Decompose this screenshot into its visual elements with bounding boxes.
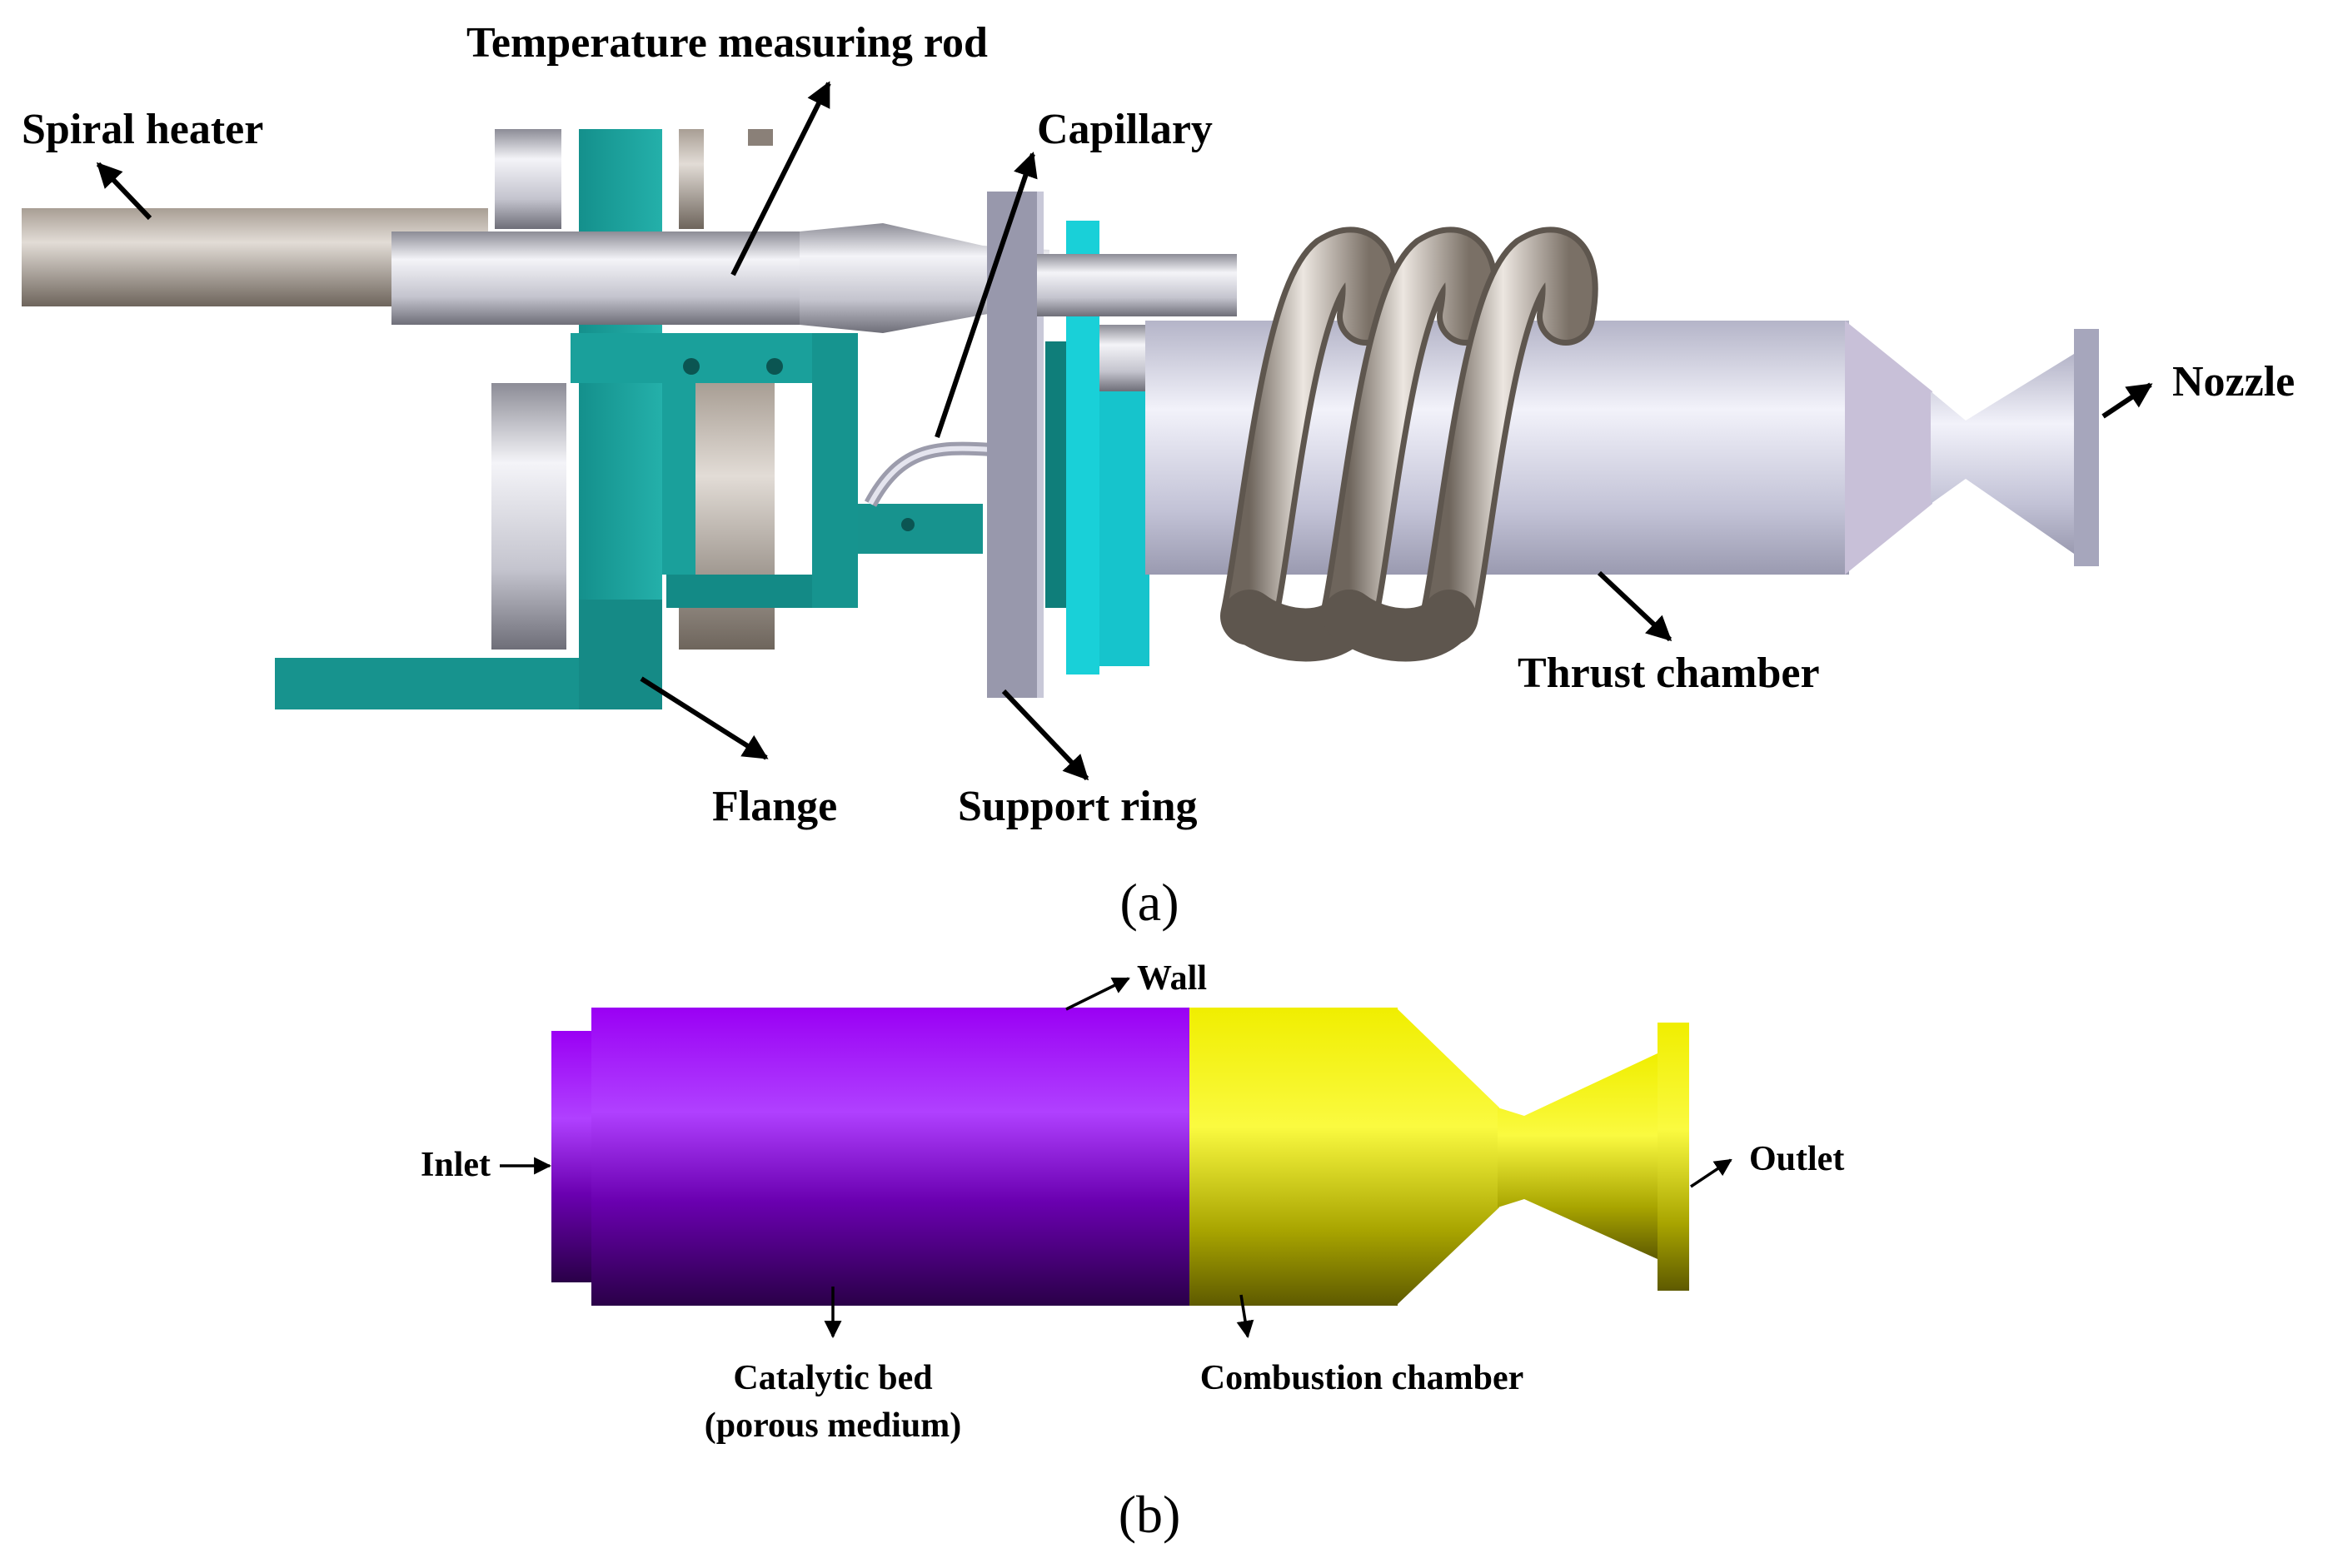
temperature-measuring-rod: [391, 231, 808, 325]
arrow-outlet: [1690, 1158, 1732, 1188]
nozzle-converging: [1845, 321, 1932, 575]
combustion-converging: [1396, 1008, 1499, 1306]
label-temperature-measuring-rod: Temperature measuring rod: [466, 19, 988, 67]
arrow-support-ring: [1001, 689, 1089, 781]
label-wall: Wall: [1137, 959, 1207, 998]
arrow-capillary: [935, 152, 1038, 438]
label-combustion-chamber: Combustion chamber: [1200, 1359, 1524, 1397]
caption-b: (b): [1119, 1485, 1181, 1544]
label-flange: Flange: [712, 783, 837, 830]
arrow-flange: [640, 676, 769, 760]
label-catalytic-bed-line2: (porous medium): [705, 1406, 961, 1445]
nozzle-exit: [2074, 329, 2099, 566]
panel-b: Wall Inlet Outlet Catalytic bed (porous …: [421, 959, 1844, 1544]
label-capillary: Capillary: [1037, 106, 1213, 153]
label-spiral-heater: Spiral heater: [22, 106, 263, 153]
collar-upper: [679, 129, 704, 229]
combustion-chamber: [1189, 1008, 1398, 1306]
arrow-nozzle: [2101, 382, 2153, 419]
flange: [275, 129, 983, 709]
label-catalytic-bed-line1: Catalytic bed: [733, 1359, 932, 1397]
arrow-wall: [1065, 977, 1130, 1011]
nozzle-diverging: [1931, 354, 2074, 554]
arrow-combustion-chamber: [1236, 1294, 1254, 1339]
upper-rod: [1037, 254, 1237, 316]
combustion-diverging: [1498, 1053, 1658, 1259]
arrow-temperature-measuring-rod: [730, 81, 831, 276]
arrow-spiral-heater: [96, 162, 152, 221]
caption-a: (a): [1119, 873, 1179, 932]
label-outlet: Outlet: [1749, 1140, 1844, 1178]
back-disc-upper: [495, 129, 561, 229]
inlet-step: [551, 1031, 593, 1282]
back-disc-lower: [491, 383, 566, 650]
label-inlet: Inlet: [421, 1146, 491, 1184]
label-thrust-chamber: Thrust chamber: [1518, 650, 1820, 697]
support-ring: [987, 192, 1037, 698]
outlet-plate: [1658, 1023, 1689, 1291]
arrow-thrust-chamber: [1597, 570, 1672, 642]
panel-a: Spiral heater Temperature measuring rod …: [22, 19, 2295, 932]
catalytic-bed: [591, 1008, 1191, 1306]
collar-small: [748, 129, 773, 146]
label-support-ring: Support ring: [958, 783, 1198, 830]
heater-coil: [1220, 226, 1598, 662]
label-nozzle: Nozzle: [2172, 358, 2295, 406]
